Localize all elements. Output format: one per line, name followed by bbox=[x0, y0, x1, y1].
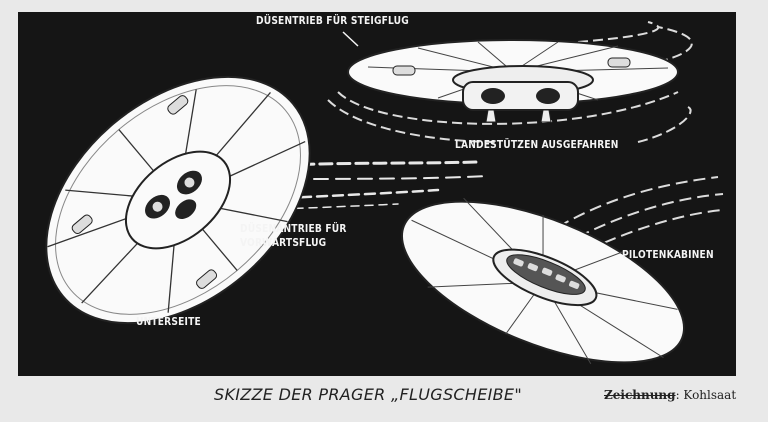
sketch-panel: DÜSENTRIEB FÜR STEIGFLUG LANDESTÜTZEN AU… bbox=[18, 12, 736, 376]
label-forward-thrust-1: DÜSENANTRIEB FÜR bbox=[240, 222, 347, 235]
credit-name: : Kohlsaat bbox=[675, 388, 737, 402]
figure-credit: Zeichnung: Kohlsaat bbox=[604, 388, 736, 402]
credit-prefix: Zeichnung bbox=[604, 388, 676, 402]
label-landing-gear: LANDESTÜTZEN AUSGEFAHREN bbox=[455, 138, 619, 151]
flying-disc-illustration bbox=[45, 21, 724, 365]
label-top-thrust: DÜSENTRIEB FÜR STEIGFLUG bbox=[256, 14, 409, 27]
right-trails bbox=[557, 176, 724, 251]
figure-caption: SKIZZE DER PRAGER „FLUGSCHEIBE" bbox=[214, 385, 522, 404]
right-disc-top bbox=[400, 197, 686, 365]
left-disc-underside bbox=[45, 75, 311, 325]
label-cockpits: PILOTENKABINEN bbox=[622, 248, 714, 261]
label-forward-thrust-2: VORWARTSFLUG bbox=[240, 236, 327, 249]
top-disc-side bbox=[347, 39, 679, 123]
leader-line bbox=[342, 31, 359, 47]
swirl-trails bbox=[327, 21, 693, 143]
label-underside: UNTERSEITE bbox=[136, 315, 201, 328]
